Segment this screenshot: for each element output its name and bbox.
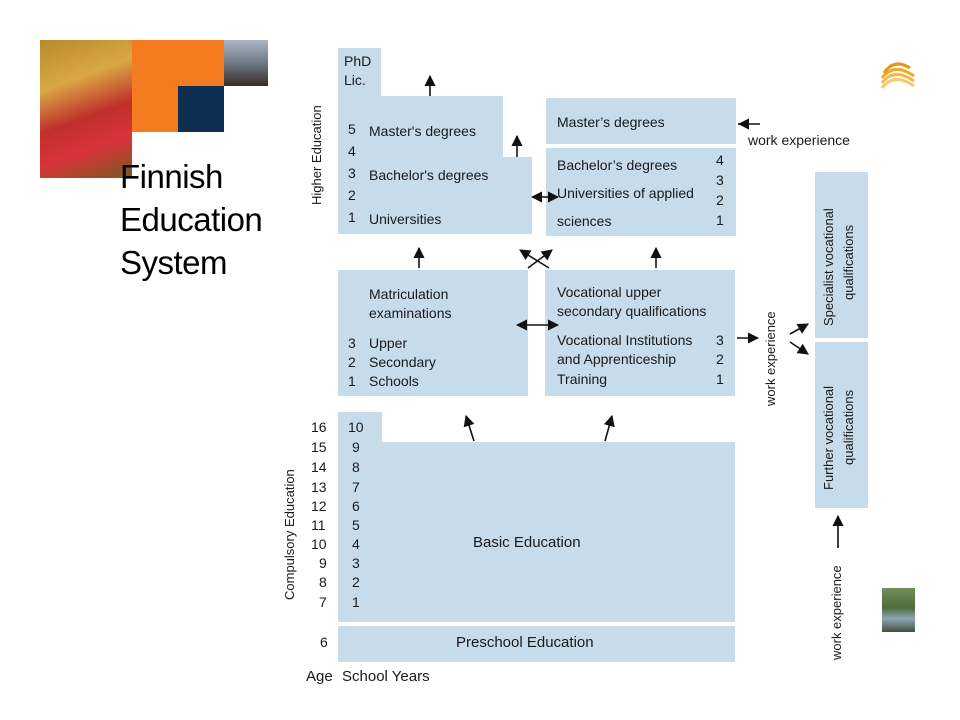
school-year-4: 4 — [352, 536, 360, 552]
upper-secondary-box — [338, 270, 528, 396]
age-9: 9 — [319, 555, 327, 571]
phd-label: PhD — [344, 53, 372, 69]
navy-block — [178, 86, 224, 132]
age-10: 10 — [311, 536, 327, 552]
upper-sec-year-2: 2 — [348, 354, 356, 370]
age-11: 11 — [311, 517, 326, 533]
school-year-1: 1 — [352, 594, 360, 610]
school-year-8: 8 — [352, 459, 360, 475]
secondary-label: Secondary — [369, 354, 436, 370]
univ-masters-label: Master's degrees — [369, 123, 476, 139]
basic-education-label: Basic Education — [473, 534, 581, 551]
age-7: 7 — [319, 594, 327, 610]
univ-year-5: 5 — [348, 121, 356, 137]
preschool-label: Preschool Education — [456, 634, 594, 651]
school-year-10: 10 — [348, 419, 364, 435]
phd-box — [338, 48, 381, 96]
age-16: 16 — [311, 419, 327, 435]
school-year-2: 2 — [352, 574, 360, 590]
arrow-work-further — [789, 341, 809, 355]
univ-year-4: 4 — [348, 143, 356, 159]
basic-education-box — [338, 442, 735, 622]
uas-masters-label: Master’s degrees — [557, 114, 665, 130]
uas-masters-box — [546, 98, 736, 144]
uas-year-1: 1 — [716, 212, 724, 228]
page-title: Finnish Education System — [120, 158, 263, 281]
age-6: 6 — [320, 634, 328, 650]
age-14: 14 — [311, 459, 327, 475]
school-year-5: 5 — [352, 517, 360, 533]
universities-label: Universities — [369, 211, 442, 227]
uas-label-line1: Universities of applied — [557, 185, 694, 201]
further-box — [815, 342, 868, 508]
uas-year-4: 4 — [716, 152, 724, 168]
arrow-basic-vocational — [603, 414, 615, 442]
voc-year-1: 1 — [716, 371, 724, 387]
photo-cyclists — [224, 40, 268, 86]
arrow-work-specialist — [789, 323, 809, 335]
uas-label-line2: sciences — [557, 213, 612, 229]
footer-school-years-label: School Years — [342, 668, 430, 685]
voc-year-2: 2 — [716, 351, 724, 367]
upper-label: Upper — [369, 335, 408, 351]
preschool-box — [338, 626, 735, 662]
age-12: 12 — [311, 498, 327, 514]
vocational-institutions-label: Vocational Institutions — [557, 332, 693, 348]
lic-label: Lic. — [344, 72, 366, 88]
school-year-9: 9 — [352, 439, 360, 455]
vocational-upper-label: Vocational upper — [557, 284, 662, 300]
uas-bachelors-box — [546, 148, 736, 236]
uas-year-3: 3 — [716, 172, 724, 188]
arrow-cross-1 — [527, 249, 553, 269]
training-label: Training — [557, 371, 608, 387]
upper-sec-year-3: 3 — [348, 335, 356, 351]
schools-label: Schools — [369, 373, 419, 389]
univ-year-1: 1 — [348, 209, 356, 225]
work-experience-label-top: work experience — [748, 132, 850, 148]
logo-wave-icon — [880, 56, 916, 90]
school-year-6: 6 — [352, 498, 360, 514]
arrow-cross-2 — [519, 249, 550, 269]
school-year-7: 7 — [352, 479, 360, 495]
uas-year-2: 2 — [716, 192, 724, 208]
age-15: 15 — [311, 439, 327, 455]
secondary-qualifications-label: secondary qualifications — [557, 303, 707, 319]
school-year-3: 3 — [352, 555, 360, 571]
apprenticeship-label: and Apprenticeship — [557, 351, 677, 367]
photo-child-autumn — [40, 40, 132, 178]
age-13: 13 — [311, 479, 327, 495]
upper-sec-year-1: 1 — [348, 373, 356, 389]
footer-age-label: Age — [306, 668, 333, 685]
age-8: 8 — [319, 574, 327, 590]
photo-lake-person — [882, 588, 915, 632]
univ-year-2: 2 — [348, 187, 356, 203]
examinations-label: examinations — [369, 305, 452, 321]
voc-year-3: 3 — [716, 332, 724, 348]
univ-bachelors-label: Bachelor's degrees — [369, 167, 489, 183]
vocational-box — [545, 270, 735, 396]
univ-year-3: 3 — [348, 165, 356, 181]
university-box-lower — [338, 157, 532, 234]
matriculation-label: Matriculation — [369, 286, 449, 302]
arrow-basic-upper — [463, 414, 475, 442]
specialist-box — [815, 172, 868, 338]
basic-education-tab — [338, 412, 382, 444]
uas-bachelors-label: Bachelor’s degrees — [557, 157, 678, 173]
